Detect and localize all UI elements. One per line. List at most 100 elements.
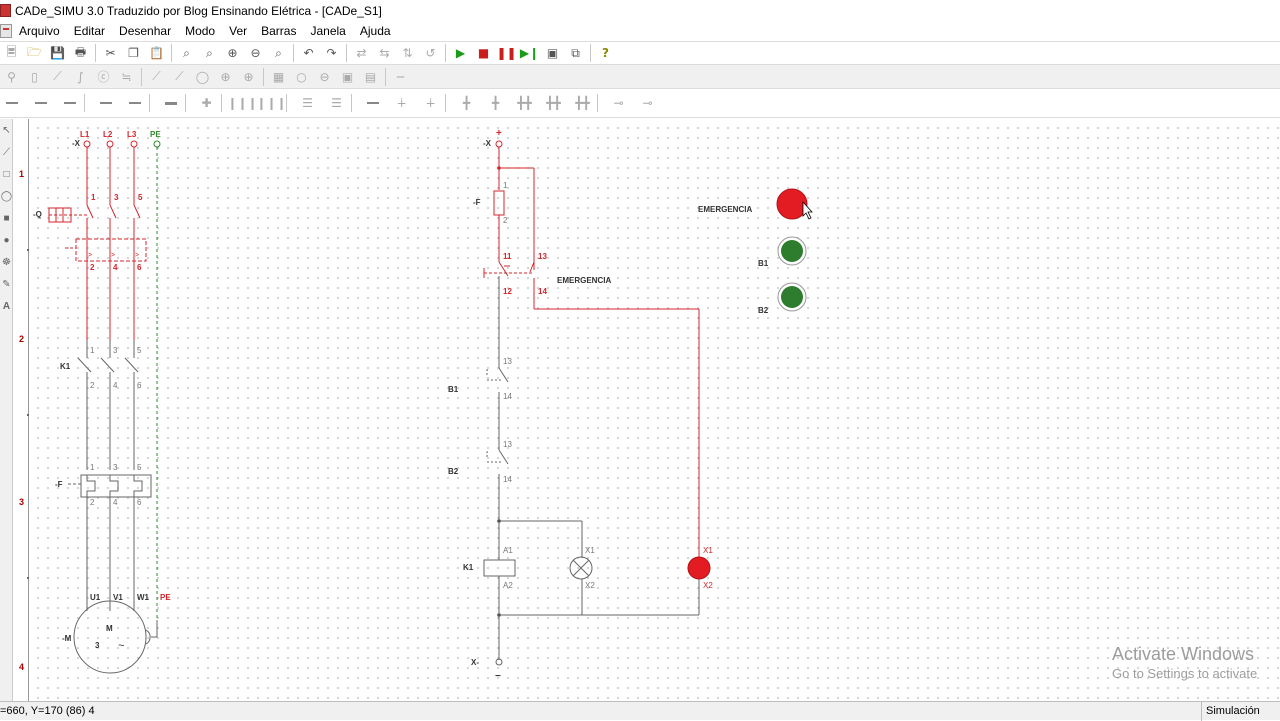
terminal-pe[interactable]: [153, 140, 161, 148]
terminal-l2[interactable]: [106, 140, 114, 148]
watermark-line-2: Go to Settings to activate: [1112, 666, 1258, 681]
zoom-out-icon[interactable]: ⊖: [250, 46, 261, 60]
menu-modo[interactable]: Modo: [185, 24, 216, 38]
connector-5-icon[interactable]: ╋╋: [575, 96, 590, 110]
line-tool-icon[interactable]: ⟋: [3, 146, 10, 158]
menu-ver[interactable]: Ver: [229, 24, 248, 38]
contact-nc-icon[interactable]: ⟋: [175, 69, 184, 83]
sensor-icon[interactable]: ⊕: [220, 69, 231, 84]
terminal-icon[interactable]: ⚲: [7, 69, 16, 84]
motor-label: M: [106, 624, 113, 633]
filled-rect-tool-icon[interactable]: ■: [3, 212, 10, 224]
redo-icon[interactable]: ↷: [326, 46, 337, 60]
line-icon[interactable]: ─: [396, 69, 405, 84]
coil-icon[interactable]: ▦: [272, 69, 285, 84]
rotate-icon[interactable]: ↺: [425, 46, 436, 60]
connector-1-icon[interactable]: ╋: [462, 96, 471, 110]
text-tool-icon[interactable]: A: [2, 300, 11, 312]
plc-icon[interactable]: ▤: [364, 69, 377, 84]
bus-vertical-2-icon[interactable]: ❙❙❙: [256, 96, 287, 110]
menu-desenhar[interactable]: Desenhar: [119, 24, 172, 38]
menu-ajuda[interactable]: Ajuda: [359, 24, 391, 38]
play-icon[interactable]: ▶: [455, 46, 466, 60]
zoom-in-icon[interactable]: ⊕: [227, 46, 238, 60]
document-icon[interactable]: [0, 24, 12, 38]
emergency-nc-11: 11: [503, 252, 512, 261]
connector-4-icon[interactable]: ╋╋: [546, 96, 561, 110]
relay-top-1: 1: [90, 463, 95, 472]
align-right-icon[interactable]: ⇆: [379, 46, 390, 60]
b2-button[interactable]: [781, 286, 803, 308]
terminal-l1[interactable]: [83, 140, 91, 148]
print-icon[interactable]: 🖶: [74, 44, 87, 59]
help-icon[interactable]: ?: [602, 46, 609, 60]
wire-thick-icon[interactable]: [159, 92, 182, 114]
relay-icon[interactable]: ⊕: [243, 69, 254, 84]
align-left-icon[interactable]: ⇄: [356, 46, 367, 60]
zoom-window-icon[interactable]: ⌕: [206, 45, 213, 60]
flip-icon[interactable]: ⇅: [402, 46, 413, 60]
fuse-icon[interactable]: ▯: [31, 69, 38, 84]
plug-2-icon[interactable]: ⊸: [642, 96, 653, 110]
filled-ellipse-tool-icon[interactable]: ●: [3, 234, 10, 246]
window-icon[interactable]: ▣: [546, 46, 559, 60]
undo-icon[interactable]: ↶: [303, 46, 314, 60]
paste-icon[interactable]: 📋: [149, 46, 164, 60]
connector-2-icon[interactable]: ╋: [491, 96, 500, 110]
control-bottom-terminal[interactable]: [495, 658, 503, 666]
ruler-row-3: 3: [19, 497, 25, 507]
timer-icon[interactable]: ○: [296, 69, 307, 84]
rectangle-tool-icon[interactable]: □: [3, 168, 10, 180]
schematic-canvas[interactable]: -X L1 L2 L3 PE: [30, 119, 1280, 701]
b1-button[interactable]: [781, 240, 803, 262]
breaker-bottom-6: 6: [137, 263, 142, 272]
cylinder-icon[interactable]: ▣: [341, 69, 354, 84]
windows-icon[interactable]: ⧉: [571, 45, 580, 60]
contact-icon[interactable]: ⟋: [152, 69, 161, 83]
plug-1-icon[interactable]: ⊸: [613, 96, 624, 110]
pen-tool-icon[interactable]: ✎: [2, 278, 11, 290]
control-top-terminal[interactable]: [495, 140, 503, 148]
bus-horizontal-2-icon[interactable]: ☰: [331, 96, 342, 110]
motor-icon[interactable]: ⓒ: [97, 70, 110, 84]
menu-janela[interactable]: Janela: [310, 24, 346, 38]
wire-2-icon[interactable]: [29, 92, 52, 114]
transformer-icon[interactable]: ≒: [121, 69, 132, 84]
menu-editar[interactable]: Editar: [73, 24, 106, 38]
cut-icon[interactable]: ✂: [105, 46, 116, 60]
wire-cross-2-icon[interactable]: ∔: [396, 96, 407, 110]
menu-arquivo[interactable]: Arquivo: [19, 24, 60, 38]
svg-text:>: >: [88, 252, 92, 259]
wire-4-icon[interactable]: [94, 92, 117, 114]
valve-icon[interactable]: ⊖: [319, 69, 330, 84]
wire-3-icon[interactable]: [58, 92, 81, 114]
save-icon[interactable]: 💾: [50, 46, 65, 60]
new-icon[interactable]: 🗏: [6, 44, 17, 59]
terminal-l3[interactable]: [130, 140, 138, 148]
stop-icon[interactable]: ■: [477, 46, 490, 60]
bus-vertical-icon[interactable]: ❙❙❙: [227, 96, 258, 110]
wire-cross-3-icon[interactable]: ∔: [425, 96, 436, 110]
switch-icon[interactable]: ⟋: [53, 69, 62, 83]
emergency-button[interactable]: [776, 188, 808, 220]
window-title: CADe_SIMU 3.0 Traduzido por Blog Ensinan…: [15, 3, 382, 18]
zoom-previous-icon[interactable]: ⌕: [275, 45, 282, 60]
wire-1-icon[interactable]: [0, 92, 23, 114]
zoom-all-icon[interactable]: ⌕: [183, 45, 190, 60]
fill-tool-icon[interactable]: ☸: [2, 256, 11, 268]
wire-cross-1-icon[interactable]: [361, 92, 384, 114]
connector-3-icon[interactable]: ╋╋: [517, 96, 532, 110]
step-icon[interactable]: ▶❙: [519, 46, 540, 60]
ellipse-tool-icon[interactable]: ◯: [0, 190, 13, 202]
wire-5-icon[interactable]: [123, 92, 146, 114]
bus-horizontal-icon[interactable]: ☰: [302, 96, 313, 110]
select-arrow-icon[interactable]: ↖: [2, 124, 11, 136]
menu-barras[interactable]: Barras: [261, 24, 297, 38]
pilot-icon[interactable]: ◯: [195, 69, 210, 84]
pause-icon[interactable]: ❚❚: [496, 46, 517, 60]
copy-icon[interactable]: ❐: [128, 46, 139, 60]
open-icon[interactable]: 🗁: [27, 44, 42, 59]
breaker-icon[interactable]: ∫: [77, 69, 84, 84]
junction-icon[interactable]: ✚: [201, 96, 212, 110]
